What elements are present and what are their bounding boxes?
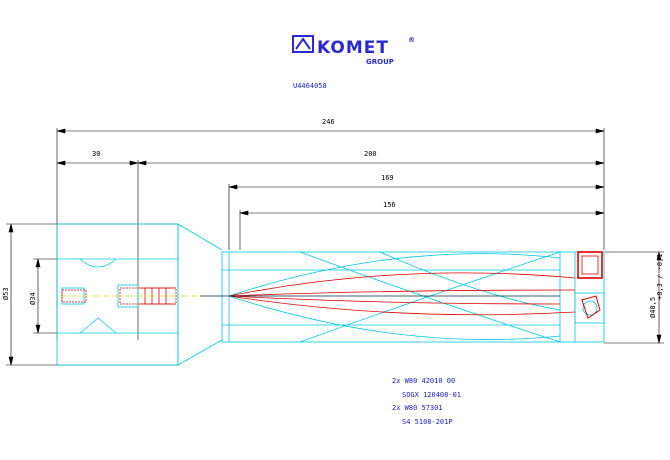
- tool-body: [56, 223, 605, 366]
- dim-shank-length: 30: [92, 150, 100, 158]
- dim-shank-diameter: Ø34: [29, 292, 37, 305]
- cutting-inserts: [61, 251, 603, 319]
- note-1: 2x W80 42010 00: [392, 377, 455, 385]
- dim-drilling-depth: 156: [383, 201, 396, 209]
- dim-flute-length: 169: [381, 174, 394, 182]
- note-4: S4 5108-201P: [402, 418, 453, 426]
- outer-insert: [577, 251, 603, 279]
- komet-logo: KOMET ® GROUP: [292, 35, 415, 66]
- note-3: 2x W80 57301: [392, 404, 443, 412]
- dimension-lines: [6, 128, 664, 366]
- dim-overall-length: 246: [322, 118, 335, 126]
- insert-notes: 2x W80 42010 00 SOGX 120408-01 2x W80 57…: [392, 377, 461, 426]
- logo-brand: KOMET: [317, 38, 389, 58]
- dim-diameter-tolerance: +0,3 / -0,1: [656, 254, 664, 300]
- note-2: SOGX 120408-01: [402, 391, 461, 399]
- logo-group: GROUP: [366, 58, 394, 66]
- part-number: U4464058: [293, 82, 327, 90]
- dim-body-length: 200: [364, 150, 377, 158]
- inner-insert: [581, 295, 601, 319]
- dim-flange-diameter: Ø53: [2, 287, 10, 300]
- logo-registered: ®: [408, 36, 415, 44]
- dim-drill-diameter: Ø40,5: [649, 297, 657, 318]
